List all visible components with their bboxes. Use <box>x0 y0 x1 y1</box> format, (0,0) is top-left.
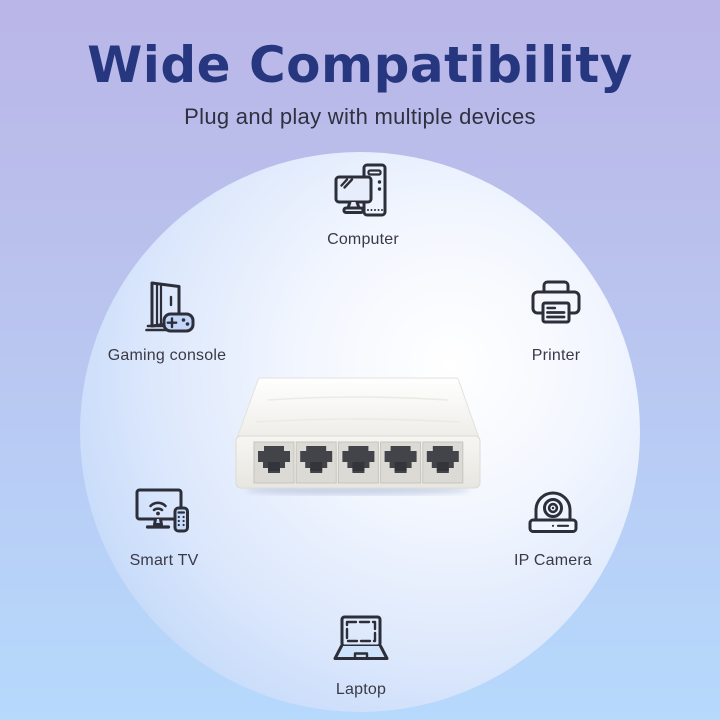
device-printer: Printer <box>481 276 631 365</box>
page-title: Wide Compatibility <box>87 36 633 94</box>
device-ip-camera: IP Camera <box>478 481 628 570</box>
device-label: Computer <box>327 231 399 248</box>
device-laptop: Laptop <box>286 610 436 699</box>
laptop-icon <box>329 610 393 674</box>
device-label: IP Camera <box>514 552 592 569</box>
ip-camera-icon <box>521 481 585 545</box>
device-label: Printer <box>531 347 581 364</box>
printer-icon <box>524 276 588 340</box>
page-subtitle: Plug and play with multiple devices <box>184 104 536 129</box>
header: Wide Compatibility Plug and play with mu… <box>0 0 720 130</box>
device-computer: Computer <box>288 160 438 249</box>
network-switch-image <box>234 374 482 501</box>
gaming-console-icon <box>135 276 199 340</box>
computer-icon <box>331 160 395 224</box>
switch-top-face <box>236 377 480 439</box>
switch-ports <box>253 441 464 484</box>
device-label: Gaming console <box>107 347 227 364</box>
smart-tv-icon <box>132 481 196 545</box>
device-smart-tv: Smart TV <box>89 481 239 570</box>
device-gaming-console: Gaming console <box>92 276 242 365</box>
device-label: Laptop <box>335 681 387 698</box>
device-label: Smart TV <box>129 552 199 569</box>
